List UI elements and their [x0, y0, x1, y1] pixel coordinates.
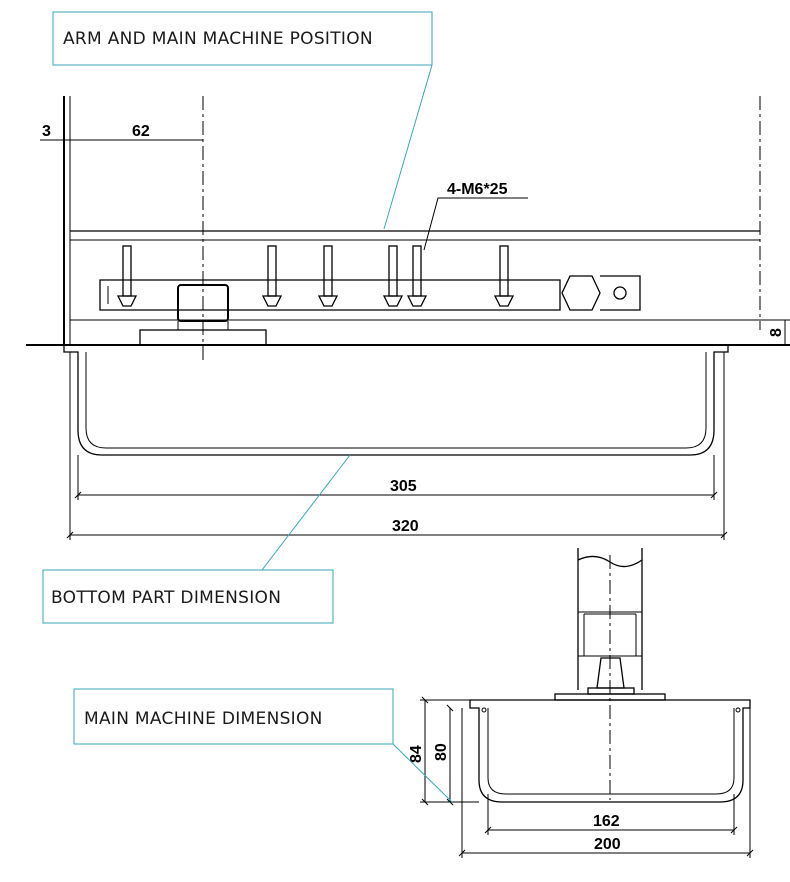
bolt [261, 245, 283, 307]
bolt [493, 245, 515, 307]
dim-320-label: 320 [392, 518, 419, 535]
dim-8-label: 8 [768, 328, 785, 337]
callout-main-machine-label: MAIN MACHINE DIMENSION [84, 709, 323, 729]
bolt [406, 245, 428, 307]
dim-84-label: 84 [408, 745, 425, 763]
dim-3-label: 3 [42, 123, 51, 140]
callout-bottom-part-label: BOTTOM PART DIMENSION [51, 588, 281, 608]
screw-spec-label: 4-M6*25 [447, 181, 508, 198]
callout-main-machine: MAIN MACHINE DIMENSION [73, 688, 453, 803]
dim-305-label: 305 [390, 478, 417, 495]
bolt [382, 245, 404, 307]
bolt [317, 245, 339, 307]
bolt [116, 245, 138, 307]
dim-200-label: 200 [594, 836, 621, 853]
bottom-box-view: 305 320 [63, 345, 729, 540]
callout-bottom-part: BOTTOM PART DIMENSION [42, 454, 351, 624]
top-assembly-view: 3 62 [26, 96, 790, 360]
callout-arm-position-label: ARM AND MAIN MACHINE POSITION [63, 29, 373, 49]
dim-162-label: 162 [593, 813, 620, 830]
dim-80-label: 80 [433, 743, 450, 761]
main-machine-view: 84 80 162 200 [408, 548, 754, 858]
dim-62-label: 62 [132, 123, 150, 140]
callout-arm-position: ARM AND MAIN MACHINE POSITION [52, 11, 433, 230]
